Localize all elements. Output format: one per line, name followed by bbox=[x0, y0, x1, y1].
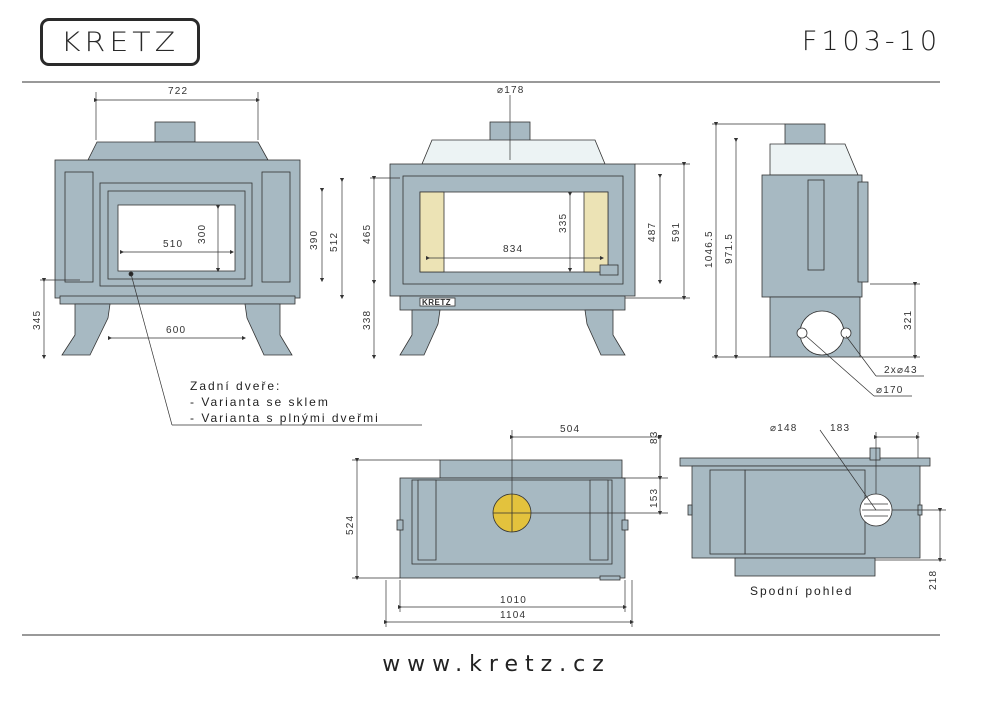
model-number: F103-10 bbox=[801, 26, 941, 57]
dim-218: 218 bbox=[928, 570, 939, 590]
dim-148: ⌀148 bbox=[770, 423, 798, 434]
dim-1010: 1010 bbox=[500, 595, 527, 606]
side-view-dimensions bbox=[712, 121, 924, 397]
side-view bbox=[761, 123, 869, 358]
dim-335: 335 bbox=[558, 213, 569, 233]
door-badge: KRETZ bbox=[422, 298, 451, 307]
dim-524: 524 bbox=[345, 515, 356, 535]
dim-1104: 1104 bbox=[500, 610, 526, 621]
bottom-view-label: Spodní pohled bbox=[750, 584, 854, 598]
bottom-view bbox=[679, 447, 931, 577]
top-view bbox=[396, 459, 629, 581]
logo-text: KRETZ bbox=[60, 26, 180, 58]
dim-345: 345 bbox=[32, 310, 43, 330]
door-view bbox=[389, 121, 636, 356]
kretz-logo: KRETZ bbox=[40, 18, 200, 66]
dim-1046-5: 1046.5 bbox=[704, 230, 715, 268]
dim-591: 591 bbox=[671, 222, 682, 242]
dim-183: 183 bbox=[830, 423, 850, 434]
front-view-dimensions bbox=[40, 92, 422, 426]
dim-487: 487 bbox=[647, 222, 658, 242]
door-view-dimensions bbox=[370, 95, 690, 360]
dim-flue-178: ⌀178 bbox=[497, 85, 525, 96]
dim-834: 834 bbox=[503, 244, 523, 255]
front-view bbox=[54, 121, 301, 356]
dim-512: 512 bbox=[329, 232, 340, 252]
dim-2x43: 2x⌀43 bbox=[884, 365, 918, 376]
note-item: - Varianta se sklem bbox=[190, 395, 330, 409]
note-title: Zadní dveře: bbox=[190, 379, 282, 393]
dim-971-5: 971.5 bbox=[724, 233, 735, 264]
bottom-view-dimensions bbox=[819, 429, 946, 563]
dim-504: 504 bbox=[560, 424, 580, 435]
dim-390: 390 bbox=[309, 230, 320, 250]
dim-300: 300 bbox=[197, 224, 208, 244]
top-view-dimensions bbox=[352, 430, 668, 627]
dim-510: 510 bbox=[163, 239, 183, 250]
dim-465: 465 bbox=[362, 224, 373, 244]
dim-153: 153 bbox=[649, 488, 660, 508]
rear-door-note: Zadní dveře: - Varianta se sklem - Varia… bbox=[190, 378, 380, 426]
note-item: - Varianta s plnými dveřmi bbox=[190, 411, 380, 425]
dim-600: 600 bbox=[166, 325, 186, 336]
dim-170: ⌀170 bbox=[876, 385, 904, 396]
dim-83: 83 bbox=[649, 430, 660, 444]
website-url: www.kretz.cz bbox=[382, 652, 611, 677]
dim-338: 338 bbox=[362, 310, 373, 330]
dim-321: 321 bbox=[903, 310, 914, 330]
dim-722: 722 bbox=[168, 86, 188, 97]
